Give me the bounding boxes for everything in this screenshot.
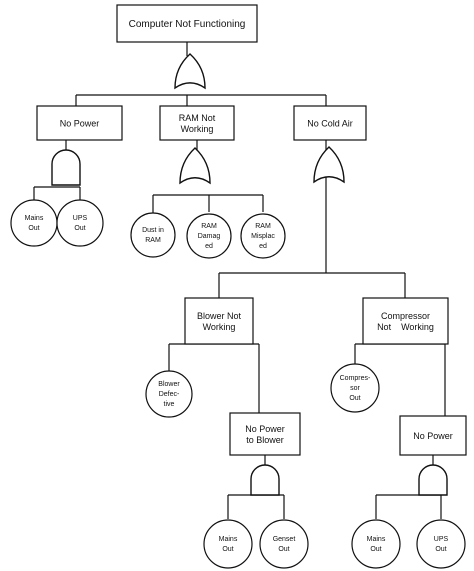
ram-misplaced-node-circle — [240, 213, 286, 259]
compressor-out-node-label: Compres- — [340, 375, 371, 382]
top-event-computer-not-functioning-box — [116, 4, 258, 43]
dust-in-ram-node-circle — [130, 212, 176, 258]
genset-out-node-circle — [259, 519, 309, 569]
and-gate — [250, 464, 280, 496]
ram-damaged-node-label: ed — [205, 243, 213, 250]
blower-not-working-node-box — [184, 297, 254, 345]
ram-misplaced-node-label: Misplac — [251, 233, 275, 240]
compressor-out-node-label: Out — [349, 395, 360, 402]
compressor-out-node-circle — [330, 363, 380, 413]
compressor-out-node-label: sor — [350, 385, 360, 392]
ups-out-node-2-circle — [416, 519, 466, 569]
top-event-computer-not-functioning-label: Computer Not Functioning — [129, 19, 246, 30]
blower-defective-node-label: Blower — [158, 381, 180, 388]
mains-out-node-3-circle — [351, 519, 401, 569]
ram-not-working-node-label: Working — [181, 124, 214, 134]
no-power-to-blower-node-label: No Power — [245, 424, 285, 434]
genset-out-node-label: Genset — [273, 536, 296, 543]
no-power-node-2-box — [399, 415, 467, 456]
ram-misplaced-node-label: ed — [259, 243, 267, 250]
or-gate — [174, 53, 206, 90]
no-power-node-box — [36, 105, 123, 141]
compressor-not-working-node-label: Not Working — [377, 322, 434, 332]
ram-misplaced-node-label: RAM — [255, 223, 271, 230]
no-power-node-label: No Power — [60, 118, 100, 128]
mains-out-node-label: Out — [28, 225, 39, 232]
or-gate — [313, 146, 345, 184]
ram-damaged-node-label: RAM — [201, 223, 217, 230]
ups-out-node-circle — [56, 199, 104, 247]
dust-in-ram-node-label: Dust in — [142, 227, 164, 234]
blower-defective-node-label: Defec- — [159, 391, 180, 398]
no-power-to-blower-node-label: to Blower — [246, 435, 284, 445]
mains-out-node-circle — [10, 199, 58, 247]
ram-not-working-node-label: RAM Not — [179, 113, 216, 123]
ram-damaged-node-label: Damag — [198, 233, 221, 240]
ups-out-node-label: UPS — [73, 215, 88, 222]
or-gate — [179, 147, 211, 185]
blower-defective-node-label: tive — [164, 401, 175, 408]
mains-out-node-3-label: Out — [370, 546, 381, 553]
no-power-to-blower-node-box — [229, 412, 301, 456]
genset-out-node-label: Out — [278, 546, 289, 553]
compressor-not-working-node-label: Compressor — [381, 311, 430, 321]
no-cold-air-node-box — [293, 105, 367, 141]
blower-not-working-node-label: Blower Not — [197, 311, 242, 321]
ups-out-node-label: Out — [74, 225, 85, 232]
mains-out-node-2-label: Mains — [219, 536, 238, 543]
mains-out-node-2-circle — [203, 519, 253, 569]
mains-out-node-2-label: Out — [222, 546, 233, 553]
and-gate — [418, 464, 448, 496]
compressor-not-working-node-box — [362, 297, 449, 345]
mains-out-node-label: Mains — [25, 215, 44, 222]
blower-not-working-node-label: Working — [203, 322, 236, 332]
and-gate — [51, 149, 81, 186]
ups-out-node-2-label: Out — [435, 546, 446, 553]
ram-not-working-node-box — [159, 105, 235, 141]
mains-out-node-3-label: Mains — [367, 536, 386, 543]
no-cold-air-node-label: No Cold Air — [307, 118, 353, 128]
blower-defective-node-circle — [145, 370, 193, 418]
ram-damaged-node-circle — [186, 213, 232, 259]
dust-in-ram-node-label: RAM — [145, 237, 161, 244]
no-power-node-2-label: No Power — [413, 431, 453, 441]
ups-out-node-2-label: UPS — [434, 536, 449, 543]
